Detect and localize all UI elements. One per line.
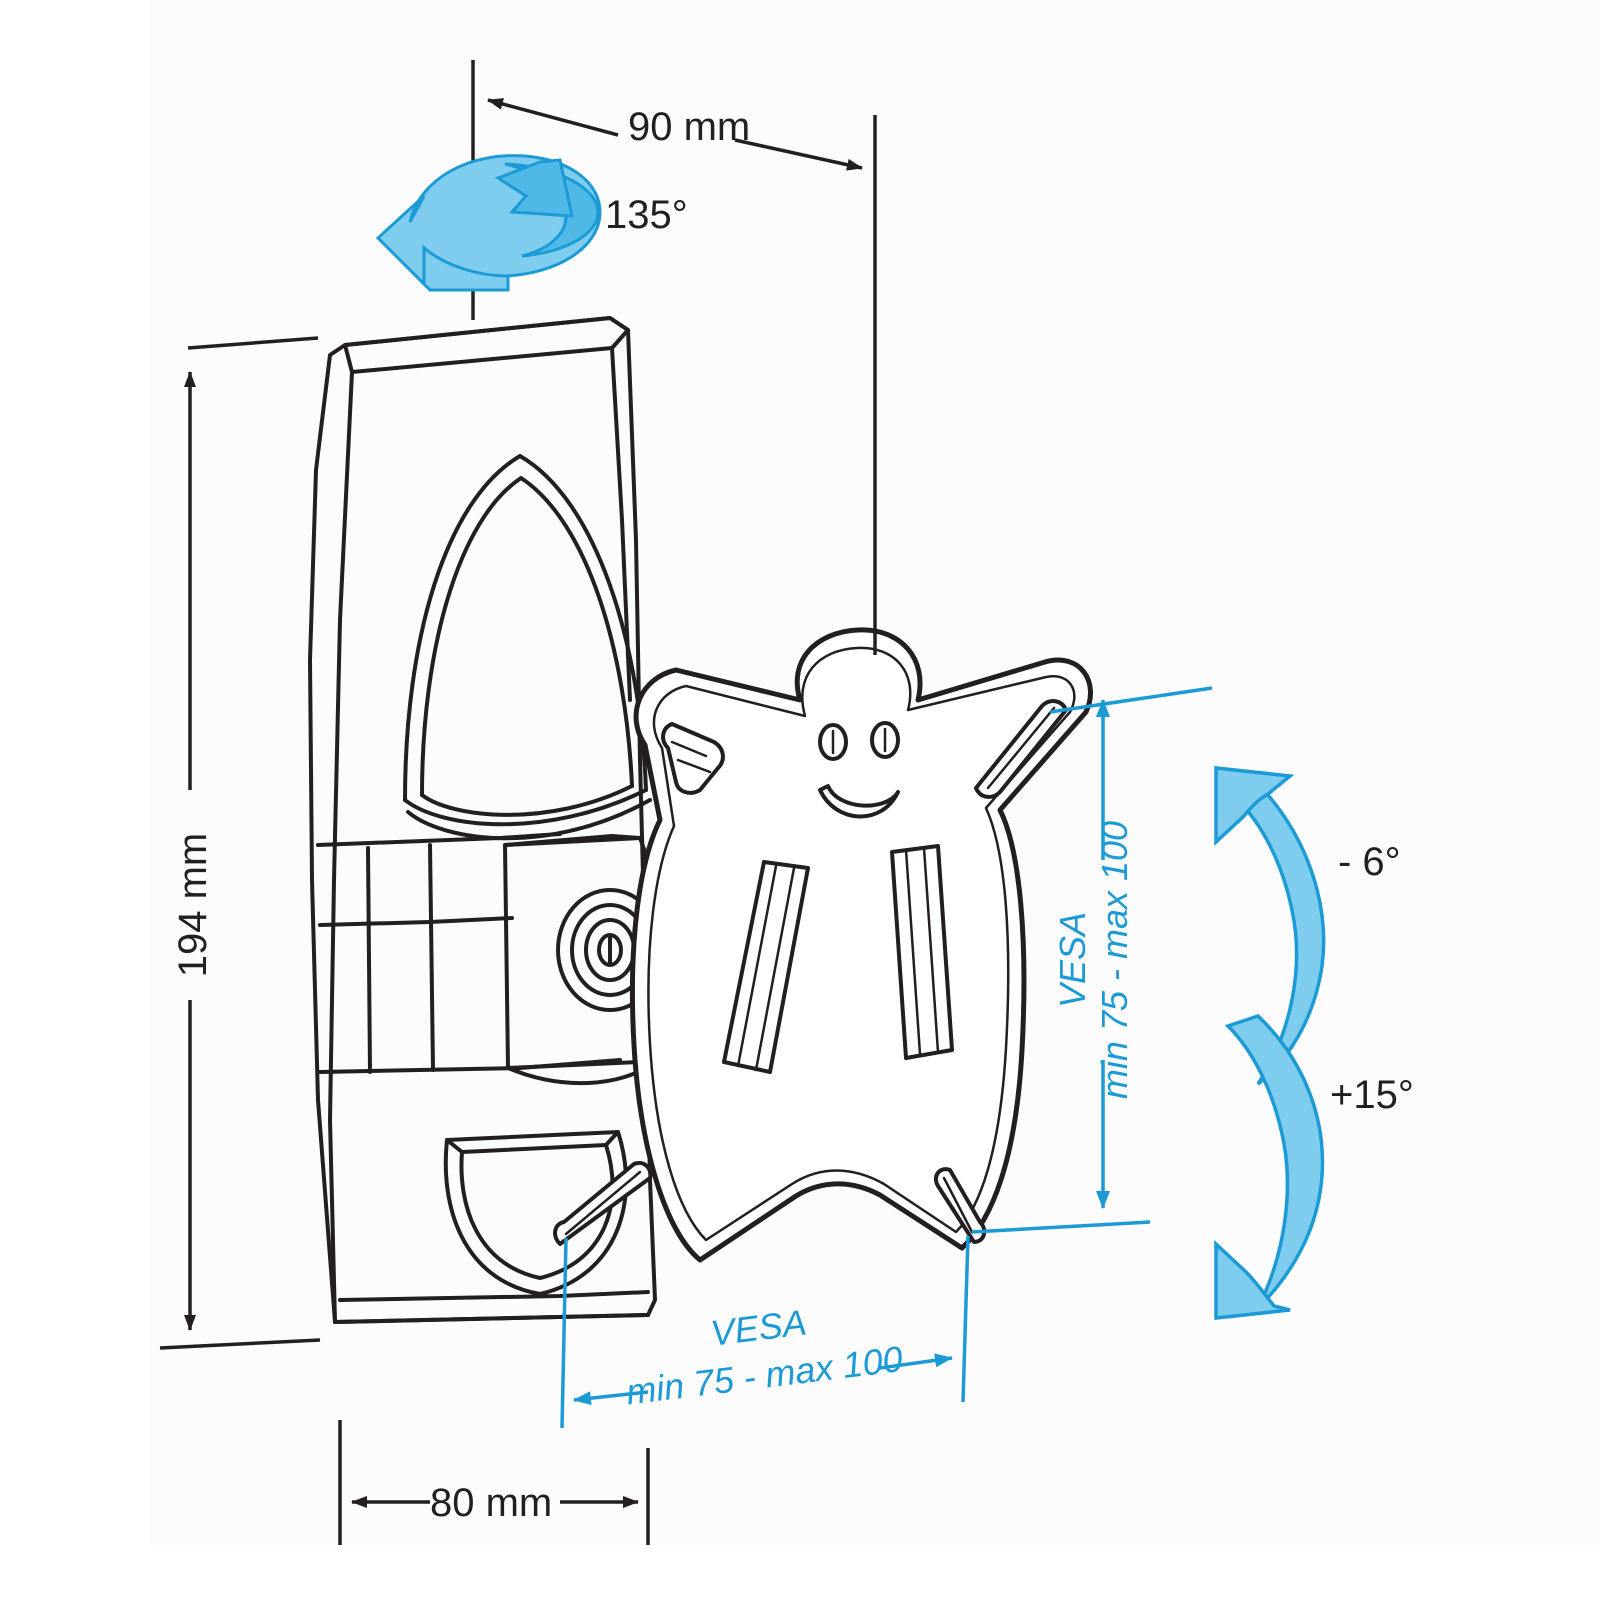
vesa-plate <box>553 627 1093 1263</box>
mid-band-vertical2 <box>428 843 435 1072</box>
wall-bracket-top-face <box>343 316 630 374</box>
wall-bracket-base-inner <box>338 1290 650 1302</box>
mid-band-top <box>316 832 562 847</box>
dim-label-194mm: 194 mm <box>171 833 215 978</box>
slot-center-left <box>722 860 810 1074</box>
vesa-horizontal-range: min 75 - max 100 <box>624 1338 905 1413</box>
angle-label-tilt-up: - 6° <box>1338 840 1401 884</box>
vesa-horizontal-title: VESA <box>708 1301 808 1353</box>
wall-bracket-left-edge <box>328 370 354 1324</box>
vesa-v-leader-bottom <box>971 1220 1151 1234</box>
angle-label-tilt-down: +15° <box>1330 1073 1414 1117</box>
lower-u-cutout-lip <box>445 1138 464 1154</box>
wall-bracket-outline <box>308 316 657 1324</box>
dim-arrow-90-right <box>734 138 863 171</box>
mid-band-vertical1 <box>366 846 372 1074</box>
tilt-down-arrow-icon <box>1214 1014 1325 1320</box>
vesa-v-leader-top <box>1049 686 1213 714</box>
pivot-housing-top <box>503 834 642 847</box>
vesa-vertical-range: min 75 - max 100 <box>1094 821 1135 1099</box>
smiley-face-icon <box>818 721 900 819</box>
dim-label-90mm: 90 mm <box>628 105 750 149</box>
dim-arrow-90-left <box>487 98 619 137</box>
slot-upper-left <box>661 722 725 795</box>
vesa-h-leader-right <box>961 1235 970 1403</box>
dimension-lines-blue <box>560 686 1213 1429</box>
slot-lower-left <box>553 1161 653 1246</box>
vesa-vertical-label: VESA min 75 - max 100 <box>1052 821 1135 1099</box>
vesa-h-leader-left <box>560 1237 568 1429</box>
vesa-h-dim-left <box>573 1390 649 1406</box>
rotation-arrow-icon <box>375 154 602 292</box>
wall-bracket-base <box>333 1313 650 1324</box>
smiley-mouth <box>818 784 900 819</box>
dim-label-80mm: 80 mm <box>430 1481 552 1525</box>
vesa-plate-inner-offset <box>647 646 1076 1242</box>
pivot-hub-bolt <box>597 933 623 967</box>
vesa-vertical-title: VESA <box>1052 912 1093 1008</box>
vesa-h-dim-right <box>879 1353 953 1370</box>
upper-arch-cutout-outer <box>403 454 648 802</box>
ext-line-194-bottom <box>159 1338 321 1350</box>
angle-label-135: 135° <box>605 193 688 237</box>
ext-line-194-top <box>187 336 319 350</box>
slot-upper-right <box>974 699 1068 799</box>
upper-arch-cutout-base-inner <box>420 784 634 817</box>
upper-arch-cutout-inner <box>420 476 634 797</box>
vesa-horizontal-label: VESA min 75 - max 100 <box>624 1301 905 1413</box>
tilt-up-arrow-icon <box>1214 766 1326 1086</box>
lower-u-cutout-lip2 <box>604 1130 620 1147</box>
slot-center-right <box>890 844 954 1060</box>
upper-arch-cutout-base-outer <box>403 788 648 827</box>
